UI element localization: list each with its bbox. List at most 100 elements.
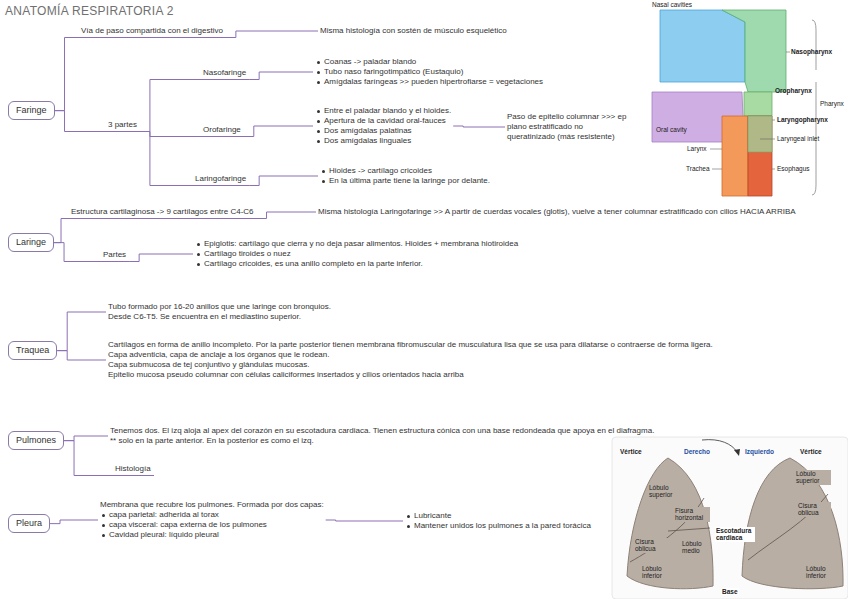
part-label: Lóbulo medio: [681, 540, 710, 555]
bullet-item: Apertura de la cavidad oral-fauces: [315, 116, 451, 126]
part-label: Oral cavity: [656, 126, 687, 133]
note-text: Tubo formado por 16-20 anillos que une l…: [106, 302, 333, 322]
node-text: Orofaringe: [203, 125, 241, 135]
part-label: Nasopharynx: [791, 48, 832, 55]
right-lung: [627, 458, 713, 589]
connector: [54, 243, 100, 262]
connector: [140, 80, 200, 132]
node-text: Tenemos dos. El izq aloja al apex del co…: [110, 426, 696, 436]
connector: [55, 38, 78, 111]
part-label: Laryngopharynx: [777, 116, 828, 123]
part-label: Base: [721, 588, 739, 595]
node-text: Traquea: [16, 345, 49, 356]
laryngopharynx-region: [748, 116, 772, 152]
oropharynx-region: [744, 92, 772, 116]
left-lung: [742, 458, 843, 589]
arrow-head: [734, 449, 740, 456]
topic-box: Pleura: [8, 514, 50, 533]
bullet-item: capa visceral: capa externa de los pulmo…: [100, 520, 324, 530]
topic-box: Traquea: [8, 341, 57, 360]
node-text: Pleura: [16, 518, 42, 529]
pharynx-figure: [652, 10, 816, 196]
part-label: Escotadura cardiaca: [715, 527, 755, 542]
connector: [140, 132, 192, 186]
connector: [244, 126, 313, 137]
bullet-list: Membrana que recubre los pulmones. Forma…: [98, 500, 326, 540]
bullet-item: Lubricante: [405, 511, 591, 521]
node-text: Misma histología con sostén de músculo e…: [320, 26, 507, 36]
topic-box: Pulmones: [8, 431, 64, 450]
node-text: Membrana que recubre los pulmones. Forma…: [100, 500, 324, 510]
bullet-list: Coanas -> paladar blandoTubo naso faring…: [313, 57, 545, 87]
node-text: Histología: [115, 464, 151, 474]
bullet-list: LubricanteMantener unidos los pulmones a…: [403, 511, 593, 531]
branch-text: Partes: [100, 250, 129, 262]
image-panel: [612, 437, 848, 599]
node-text: Cartílagos en forma de anillo incompleto…: [108, 340, 842, 350]
node-text: Partes: [103, 250, 126, 260]
part-label: Nasal cavities: [652, 1, 692, 8]
connector: [50, 520, 98, 524]
part-label: Trachea: [686, 165, 710, 172]
node-text: Faringe: [16, 105, 47, 116]
connector: [64, 441, 112, 476]
bullet-item: capa parietal: adherida al torax: [100, 510, 324, 520]
connector: [140, 132, 200, 137]
connector: [326, 520, 403, 521]
bullet-item: Cartílago tiroides o nuez: [195, 249, 518, 259]
node-text: Misma histología Laringofaringe >> A par…: [318, 207, 841, 217]
lung-figure: [612, 437, 848, 599]
leader-line: [772, 169, 775, 170]
connector: [55, 111, 105, 132]
bullet-item: Coanas -> paladar blando: [315, 57, 543, 67]
branch-text: Histología: [112, 464, 154, 476]
leader-line: [712, 169, 722, 170]
node-text: Capa adventicia, capa de anclaje a los ó…: [108, 350, 842, 360]
node-text: Desde C6-T5. Se encuentra en el mediasti…: [108, 312, 331, 322]
node-text: 3 partes: [108, 120, 137, 130]
topic-box: Faringe: [8, 101, 55, 120]
part-label: Lóbulo superior: [795, 470, 831, 485]
branch-text: 3 partes: [105, 120, 140, 132]
bullet-item: En la última parte tiene la laringe por …: [320, 176, 490, 186]
page-title: ANATOMÍA RESPIRATORIA 2: [5, 4, 174, 18]
node-text: Laringe: [16, 237, 46, 248]
part-label: Vértice: [620, 448, 642, 455]
part-label: Pharynx: [820, 100, 844, 107]
part-label: Fisura horizontal: [674, 507, 710, 522]
connector: [129, 254, 193, 262]
esophagus-region: [748, 116, 772, 196]
part-label: Vértice: [800, 448, 822, 455]
part-label: Oropharynx: [775, 87, 812, 94]
part-label: Lóbulo inferior: [805, 565, 840, 580]
note-text: Cartílagos en forma de anillo incompleto…: [106, 340, 844, 380]
part-label: Larynx: [687, 145, 707, 152]
node-text: Capa submucosa de tej conjuntivo y glánd…: [108, 360, 842, 370]
leader-line: [786, 52, 790, 53]
connector: [257, 212, 316, 219]
bullet-list: Epiglotis: cartílago que cierra y no dej…: [193, 239, 520, 269]
branch-text: Nasofaringe: [200, 68, 249, 80]
node-text: Estructura cartilaginosa -> 9 cartílagos…: [71, 207, 254, 217]
branch-text: Orofaringe: [200, 125, 244, 137]
bullet-item: Tubo naso faringotimpático (Eustaquio): [315, 67, 543, 77]
topic-box: Laringe: [8, 233, 54, 252]
fissure-line: [668, 528, 710, 531]
connector: [64, 436, 108, 441]
branch-text: Laringofaringe: [192, 174, 249, 186]
part-label: Lóbulo superior: [648, 484, 688, 499]
part-label: Cisura oblicua: [797, 502, 831, 517]
node-text: ** solo en la parte anterior. En la post…: [110, 436, 696, 446]
connector: [453, 126, 505, 127]
note-text: Misma histología Laringofaringe >> A par…: [316, 207, 843, 217]
bullet-item: Entre el paladar blando y el hioides.: [315, 106, 451, 116]
node-text: Paso de epitelio columnar >>> ep plano e…: [507, 112, 631, 142]
node-text: Nasofaringe: [203, 68, 246, 78]
leader-line: [710, 149, 722, 150]
part-label: Derecho: [684, 448, 710, 455]
part-label: Cisura oblicua: [634, 538, 668, 553]
bullet-item: Cartílago cricoides, es una anillo compl…: [195, 259, 518, 269]
branch-text: Misma histología con sostén de músculo e…: [318, 26, 509, 36]
